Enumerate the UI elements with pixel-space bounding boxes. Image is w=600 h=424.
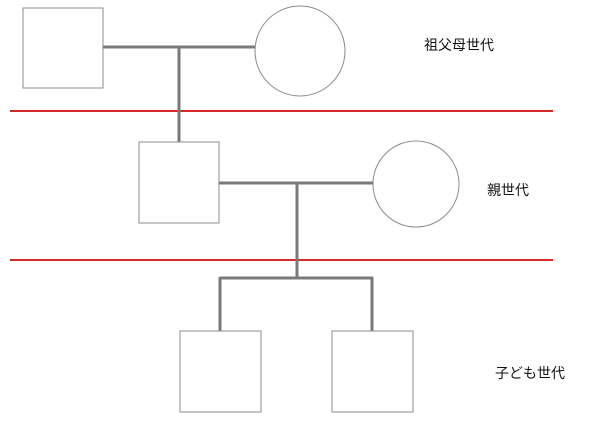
child-2-symbol <box>331 330 414 413</box>
child-1-symbol <box>179 330 262 413</box>
grandfather-symbol <box>22 7 104 89</box>
mother-symbol <box>372 140 460 228</box>
generation-label-parents: 親世代 <box>487 183 529 199</box>
father-symbol <box>138 141 220 224</box>
grandmother-symbol <box>254 5 346 97</box>
generation-label-children: 子ども世代 <box>495 366 565 382</box>
generation-label-grandparents: 祖父母世代 <box>424 38 494 54</box>
